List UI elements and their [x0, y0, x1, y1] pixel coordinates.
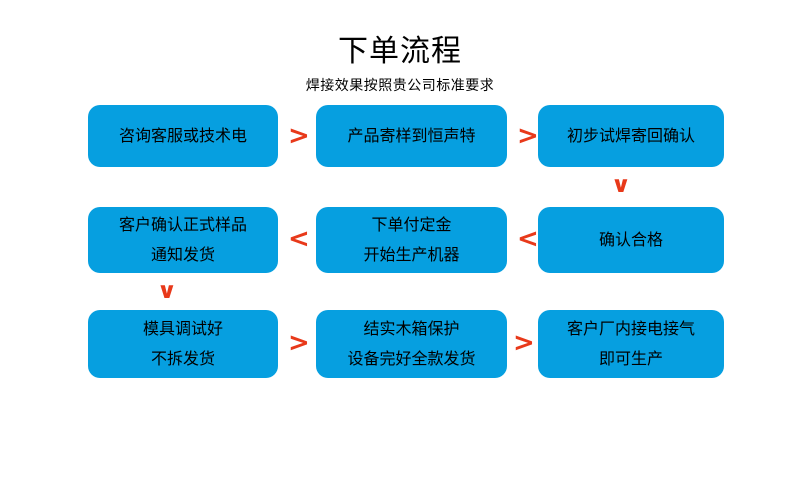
flow-node-line: 即可生产 [598, 349, 663, 368]
page-title: 下单流程 [338, 34, 462, 69]
arrow-right-icon: > [288, 121, 310, 151]
arrow-left-icon: < [288, 224, 310, 254]
arrow-right-icon: > [288, 328, 310, 358]
flow-node-line: 客户厂内接电接气 [566, 319, 695, 338]
flow-node-confirm-qualified[interactable]: 确认合格 [538, 207, 724, 273]
flow-node-line: 结实木箱保护 [363, 319, 460, 338]
arrow-down-icon: ∨ [156, 279, 178, 304]
flow-node-line: 设备完好全款发货 [347, 349, 476, 368]
flow-node-consult-service[interactable]: 咨询客服或技术电 [88, 105, 278, 167]
flow-node-line: 初步试焊寄回确认 [566, 126, 695, 145]
flow-node-line: 产品寄样到恒声特 [347, 126, 476, 145]
arrow-left-icon: < [517, 224, 539, 254]
flow-node-line: 咨询客服或技术电 [118, 126, 247, 145]
flow-node-onsite-production[interactable]: 客户厂内接电接气 即可生产 [538, 310, 724, 378]
flow-node-customer-confirm-sample[interactable]: 客户确认正式样品 通知发货 [88, 207, 278, 273]
arrow-right-icon: > [513, 328, 535, 358]
flow-node-trial-weld-confirm[interactable]: 初步试焊寄回确认 [538, 105, 724, 167]
flow-node-deposit-production[interactable]: 下单付定金 开始生产机器 [316, 207, 507, 273]
flow-node-line: 下单付定金 [371, 215, 452, 234]
flow-node-line: 不拆发货 [150, 349, 215, 368]
flow-node-line: 开始生产机器 [363, 245, 460, 264]
flow-node-wooden-crate-shipping[interactable]: 结实木箱保护 设备完好全款发货 [316, 310, 507, 378]
flow-node-line: 确认合格 [598, 230, 663, 249]
flow-node-mold-tested[interactable]: 模具调试好 不拆发货 [88, 310, 278, 378]
flow-node-line: 客户确认正式样品 [118, 215, 247, 234]
arrow-down-icon: ∨ [610, 173, 632, 198]
flow-node-line: 模具调试好 [142, 319, 223, 338]
flow-node-send-sample[interactable]: 产品寄样到恒声特 [316, 105, 507, 167]
page-subtitle: 焊接效果按照贵公司标准要求 [305, 78, 495, 94]
flow-node-line: 通知发货 [150, 245, 215, 264]
arrow-right-icon: > [517, 121, 539, 151]
